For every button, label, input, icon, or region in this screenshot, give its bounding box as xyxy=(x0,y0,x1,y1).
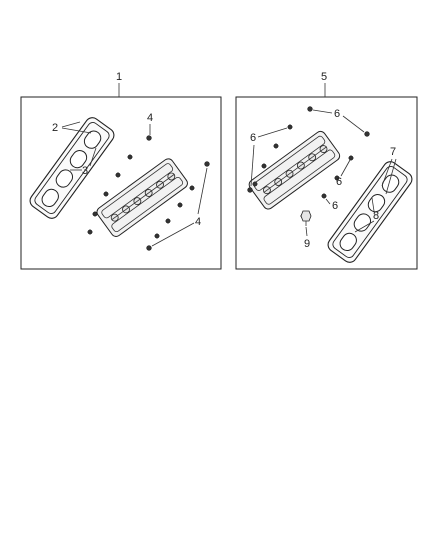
bolt xyxy=(127,154,133,160)
bolt xyxy=(252,181,258,187)
callout-6-top: 6 xyxy=(334,108,340,120)
right-assembly-group: 5 xyxy=(235,71,418,270)
callout-8: 8 xyxy=(373,210,379,222)
left-gasket-inner xyxy=(34,122,110,214)
callout-6-top-leader-a xyxy=(312,109,333,114)
callout-2-leader-a xyxy=(61,121,81,128)
callout-9: 9 xyxy=(304,238,310,250)
callout-6-right-leader xyxy=(340,159,351,177)
right-bolts xyxy=(247,106,370,219)
callout-4-top: 4 xyxy=(147,112,153,124)
right-valve-cover-rail-top xyxy=(253,135,326,191)
callout-8-leader-b xyxy=(354,220,375,233)
right-valve-cover-rail-bottom xyxy=(263,149,336,205)
callout-2: 2 xyxy=(52,122,58,134)
bolt xyxy=(261,163,267,169)
bolt xyxy=(87,229,93,235)
callout-3-leader-b xyxy=(89,147,97,167)
callout-6-left: 6 xyxy=(250,132,256,144)
left-bolts xyxy=(87,135,210,251)
bolt xyxy=(364,131,370,137)
bolt xyxy=(273,143,279,149)
right-valve-cover xyxy=(248,130,341,210)
bolt xyxy=(177,202,183,208)
right-gasket-port-1 xyxy=(381,174,400,193)
left-gasket-port-1 xyxy=(83,130,102,149)
right-gasket-inner xyxy=(332,166,408,258)
callout-1: 1 xyxy=(116,71,122,83)
right-gasket-port-4 xyxy=(339,232,357,252)
bolt xyxy=(204,161,210,167)
callout-7-leader-a xyxy=(381,158,393,187)
callout-6-left-leader-b xyxy=(250,144,255,187)
bolt xyxy=(348,155,354,161)
left-assembly-group: 1 2 3 xyxy=(20,71,222,270)
callout-6-bottom: 6 xyxy=(332,200,338,212)
bolt xyxy=(165,218,171,224)
right-gasket-port-3 xyxy=(353,213,372,232)
left-valve-cover-rail-top xyxy=(101,163,174,219)
left-gasket-port-2 xyxy=(69,149,88,169)
stud-nut xyxy=(300,210,312,226)
callout-3: 3 xyxy=(82,165,88,177)
left-assembly-frame xyxy=(20,96,222,270)
bolt xyxy=(307,106,313,112)
bolt xyxy=(146,135,152,141)
callout-6-left-leader-a xyxy=(257,127,288,138)
left-gasket xyxy=(29,117,115,219)
callout-6-bottom-leader xyxy=(325,198,331,205)
callout-4-right-leader-b xyxy=(151,222,195,247)
stud-nut-hex xyxy=(300,210,312,222)
callout-8-leader-a xyxy=(371,197,375,212)
callout-6-top-leader-b xyxy=(342,115,365,133)
bolt xyxy=(146,245,152,251)
callout-4-right-leader-a xyxy=(197,167,208,215)
bolt xyxy=(287,124,293,130)
callout-2-leader-b xyxy=(61,127,92,134)
callout-7-leader-b xyxy=(385,158,397,195)
callout-7: 7 xyxy=(390,146,396,158)
callout-4-right: 4 xyxy=(195,216,201,228)
callout-9-leader xyxy=(305,226,308,237)
bolt xyxy=(103,191,109,197)
bolt xyxy=(247,187,253,193)
bolt xyxy=(92,211,98,217)
callout-6-right: 6 xyxy=(336,176,342,188)
bolt xyxy=(154,233,160,239)
bolt xyxy=(189,185,195,191)
left-valve-cover-rail-bottom xyxy=(111,176,184,233)
right-cover-ridge xyxy=(263,146,327,193)
right-assembly-frame xyxy=(235,96,418,270)
bolt xyxy=(115,172,121,178)
left-valve-cover xyxy=(96,158,188,237)
callout-5: 5 xyxy=(321,71,327,83)
right-gasket xyxy=(327,161,413,263)
left-cover-ridge xyxy=(111,173,175,221)
bolt xyxy=(321,193,327,199)
right-gasket-outline xyxy=(327,161,413,263)
bolt xyxy=(334,175,340,181)
left-gasket-port-4 xyxy=(41,188,59,208)
left-gasket-port-3 xyxy=(55,169,74,188)
